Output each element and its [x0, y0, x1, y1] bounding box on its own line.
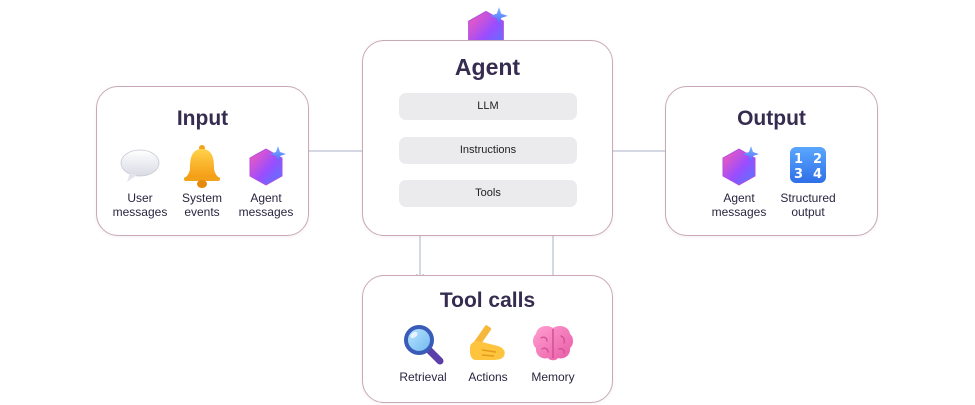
agent-component-instructions: Instructions [399, 137, 577, 164]
tool-calls-title: Tool calls [439, 289, 536, 312]
tool-item-label: Retrieval [399, 370, 447, 384]
speech-bubble-icon [116, 143, 164, 191]
tool-item-label: Memory [531, 370, 575, 384]
numbers-1234-icon: 1 2 3 4 [784, 143, 832, 191]
tool-item-label: Actions [468, 370, 508, 384]
input-title: Input [176, 107, 229, 130]
svg-text:4: 4 [813, 167, 822, 182]
tool-calls-box: Tool calls Retrieval Actions [362, 275, 613, 403]
agent-component-tools: Tools [399, 180, 577, 207]
agent-box: Agent LLM Instructions Tools [362, 40, 613, 236]
output-title: Output [737, 107, 806, 130]
agent-component-llm: LLM [399, 93, 577, 120]
agent-hexagon-icon [715, 143, 763, 191]
brain-icon [529, 320, 577, 368]
agent-title: Agent [454, 54, 521, 80]
svg-text:1: 1 [794, 152, 803, 167]
agent-hexagon-icon [242, 143, 290, 191]
hand-pencil-icon [464, 320, 512, 368]
bell-icon [178, 143, 226, 191]
svg-text:3: 3 [794, 167, 803, 182]
magnifier-icon [399, 320, 447, 368]
svg-text:2: 2 [813, 152, 822, 167]
